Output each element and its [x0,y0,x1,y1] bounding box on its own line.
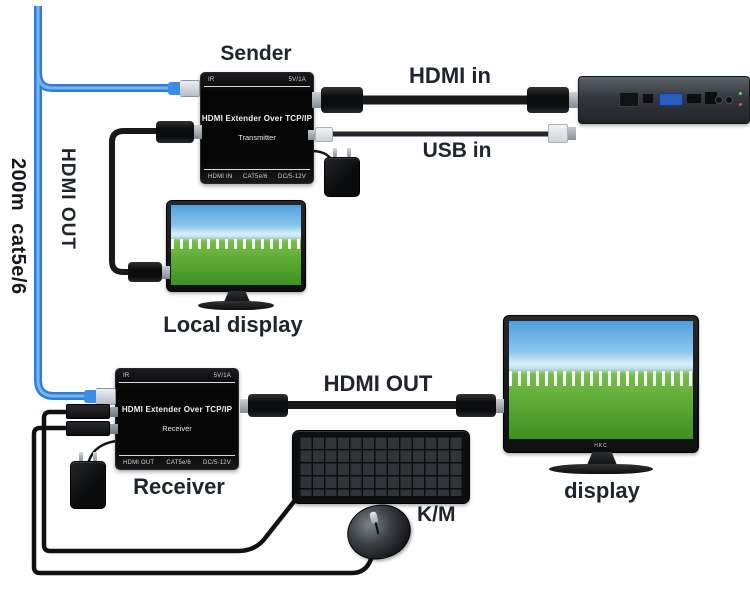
dvr-audio-port [715,96,723,104]
adapter-body [324,157,360,197]
dvr-port [619,92,639,107]
receiver-bottom-ports: HDMI OUT CAT5e/6 DC/5-12V [116,456,238,469]
port-label: 5V/1A [213,372,231,379]
hdmi-out-local-cable [109,128,168,275]
plug-body [548,124,568,143]
receiver-subtitle: Receiver [162,424,192,433]
plug-body [248,394,288,417]
transmitter-title: HDMI Extender Over TCP/IP [201,114,313,123]
power-adapter-icon [324,148,360,197]
monitor-screen [171,205,301,285]
monitor-base [198,301,274,310]
plug-tip [308,129,315,140]
usb-plug-icon [66,404,118,419]
transmitter-subtitle: Transmitter [238,133,276,142]
dvr-led [739,92,742,95]
plug-body [527,87,569,113]
monitor-stand [224,291,250,302]
plug-tip [568,127,576,140]
plug-body [66,404,110,419]
rj45-plug-icon [180,80,200,97]
dvr-vga-port [659,93,683,106]
cat5e-cable-branch [34,71,176,92]
port-label: IR [123,372,130,379]
mouse-button-seam [374,522,380,535]
receiver-box: IR 5V/1A HDMI Extender Over TCP/IP Recei… [115,368,239,470]
keyboard [292,430,470,504]
transmitter-top-ports: IR 5V/1A [201,73,313,86]
hdmi-plug-icon [456,394,504,417]
hdmi-plug-icon [312,87,363,113]
port-label: DC/5-12V [278,173,306,180]
plug-body [128,262,162,282]
plug-body [456,394,496,417]
plug-body [321,87,363,113]
transmitter-faceplate: HDMI Extender Over TCP/IP Transmitter [201,87,313,169]
port-label: HDMI IN [208,173,233,180]
plug-body [156,121,194,143]
port-label: IR [208,76,215,83]
usb-plug-icon [308,127,333,142]
plug-tip [194,125,202,139]
cat5e-cable [34,6,86,400]
source-dvr [578,76,750,124]
port-label: DC/5-12V [203,459,231,466]
port-label: HDMI OUT [123,459,155,466]
dvr-usb-port [643,94,653,103]
dvr-hdmi-port [687,94,701,103]
plug-tip [162,265,170,279]
panel-divider [119,455,235,456]
dvr-led [739,103,742,106]
plug-prongs [324,148,360,157]
plug-tip [240,398,248,413]
plug-tip [110,423,118,434]
plug-body [315,127,333,142]
cat5e-cable-highlight [36,6,86,398]
plug-prongs [70,452,106,461]
hdmi-plug-icon [156,121,202,143]
dvr-audio-port [725,96,733,104]
hdmi-plug-icon [240,394,288,417]
rj45-connector [84,388,116,405]
keyboard-cable [41,409,298,554]
monitor-screen [509,321,693,439]
adapter-body [70,461,106,509]
panel-divider [204,86,310,87]
local-display-monitor [166,200,306,312]
receiver-faceplate: HDMI Extender Over TCP/IP Receiver [116,383,238,455]
cat5e-cable-branch-highlight [36,71,176,90]
hdmi-plug-icon [527,87,578,113]
transmitter-box: IR 5V/1A HDMI Extender Over TCP/IP Trans… [200,72,314,184]
monitor-logo: HKC [594,443,608,449]
keyboard-keys [299,436,463,496]
dvr-ethernet-port [705,92,717,104]
rj45-connector [168,80,200,97]
panel-divider [119,382,235,383]
rj45-boot [168,82,180,95]
monitor-base [549,464,653,474]
plug-body [66,421,110,436]
receiver-top-ports: IR 5V/1A [116,369,238,382]
power-adapter-icon [70,452,106,509]
plug-tip [496,398,504,413]
monitor-stand [587,452,617,465]
plug-tip [569,92,578,108]
display-monitor: HKC [503,315,699,475]
transmitter-bottom-ports: HDMI IN CAT5e/6 DC/5-12V [201,170,313,183]
receiver-title: HDMI Extender Over TCP/IP [121,405,233,414]
panel-divider [204,169,310,170]
plug-tip [312,92,321,108]
mouse-cable [31,425,380,576]
plug-tip [110,406,118,417]
rj45-plug-icon [96,388,116,405]
hdmi-plug-icon [128,262,170,282]
rx-power-cable [86,439,117,465]
rj45-boot [84,390,96,403]
port-label: CAT5e/6 [166,459,191,466]
port-label: 5V/1A [288,76,306,83]
usb-plug-icon [66,421,118,436]
usb-plug-icon [548,124,576,143]
port-label: CAT5e/6 [242,173,268,180]
